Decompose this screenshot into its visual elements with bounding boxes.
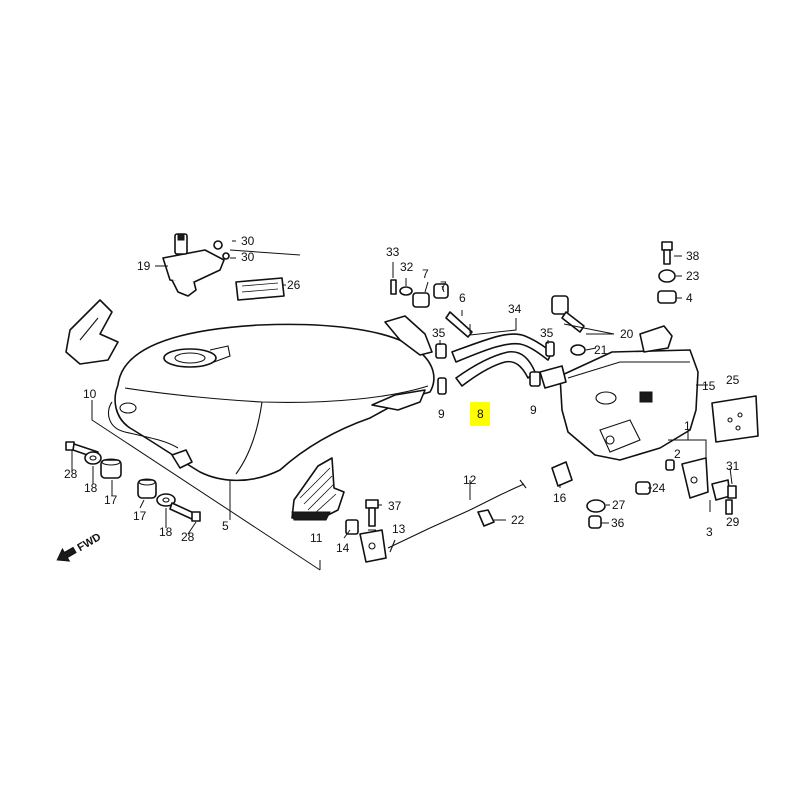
callout-3: 3	[706, 525, 713, 539]
callout-21: 21	[594, 343, 608, 357]
callout-11: 11	[310, 531, 323, 545]
clip-9-left	[437, 377, 447, 395]
washer-27	[586, 499, 606, 513]
callout-16: 16	[553, 491, 567, 505]
clamp-35-left	[435, 343, 447, 359]
callout-7a: 7	[422, 267, 429, 281]
callout-labels: 8 1 2 3 4 5 6 7 7 9 9 10 11 12 13 14 15 …	[64, 234, 740, 555]
fuel-hose-34	[451, 333, 553, 363]
callout-18b: 18	[159, 525, 173, 539]
clip-16	[551, 461, 573, 487]
callout-38: 38	[686, 249, 700, 263]
callout-37: 37	[388, 499, 402, 513]
bracket-14	[359, 529, 387, 563]
clip-2	[665, 459, 675, 471]
cable-12	[387, 479, 527, 553]
callout-24: 24	[652, 481, 666, 495]
clip-9-right	[529, 371, 541, 387]
screw-37	[365, 499, 379, 527]
grommet-24	[635, 481, 651, 495]
highlight-callout-8	[470, 402, 490, 426]
fwd-direction-indicator: FWD	[56, 531, 104, 562]
washer-32	[399, 286, 413, 296]
callout-27: 27	[612, 498, 626, 512]
callout-32: 32	[400, 260, 414, 274]
label-25	[711, 395, 759, 443]
clip-22	[477, 509, 495, 527]
washer-21	[570, 344, 586, 356]
callout-12: 12	[463, 473, 477, 487]
callout-20: 20	[620, 327, 634, 341]
callout-6: 6	[459, 291, 466, 305]
fuel-hose-8	[455, 350, 536, 387]
callout-9b: 9	[530, 403, 537, 417]
screw-29	[725, 499, 733, 515]
rubber-seat	[65, 299, 119, 365]
callout-14: 14	[336, 541, 350, 555]
callout-10: 10	[83, 387, 97, 401]
grommet-7b	[433, 283, 449, 299]
callout-23: 23	[686, 269, 700, 283]
clip-33	[390, 279, 397, 295]
fuel-tank	[108, 315, 435, 482]
reserve-tank	[539, 325, 699, 461]
callout-29: 29	[726, 515, 740, 529]
bolt-38	[661, 241, 673, 265]
callout-33: 33	[386, 245, 400, 259]
callout-2: 2	[674, 447, 681, 461]
callout-34: 34	[508, 302, 522, 316]
collar-18-mid	[156, 493, 176, 507]
callout-17b: 17	[133, 509, 147, 523]
pad	[235, 277, 285, 301]
callout-9a: 9	[438, 407, 445, 421]
callout-13: 13	[392, 522, 406, 536]
grommet-23	[658, 269, 676, 283]
tank-emblem	[291, 457, 345, 521]
callout-35a: 35	[432, 326, 446, 340]
callout-15: 15	[702, 379, 716, 393]
collar-36	[588, 515, 602, 529]
callout-1: 1	[684, 419, 691, 433]
callout-30a: 30	[241, 234, 255, 248]
callout-35b: 35	[540, 326, 554, 340]
callout-18a: 18	[84, 481, 98, 495]
callout-28a: 28	[64, 467, 78, 481]
bracket-3	[681, 457, 731, 501]
fuel-cap	[162, 233, 230, 297]
leader-lines	[71, 240, 733, 571]
callout-25: 25	[726, 373, 740, 387]
callout-8: 8	[477, 407, 484, 421]
callout-36: 36	[611, 516, 625, 530]
callout-31: 31	[726, 459, 740, 473]
bolt-28-mid	[169, 502, 201, 522]
collar-18-left	[84, 451, 102, 465]
callout-28b: 28	[181, 530, 195, 544]
callout-5: 5	[222, 519, 229, 533]
callout-26: 26	[287, 278, 301, 292]
callout-17a: 17	[104, 493, 118, 507]
clamp-35-right	[545, 341, 555, 357]
callout-30b: 30	[241, 250, 255, 264]
grommet-4	[657, 290, 677, 304]
pipe-6	[445, 311, 473, 338]
fwd-label: FWD	[76, 531, 104, 554]
bracket-13	[345, 519, 359, 535]
callout-19: 19	[137, 259, 151, 273]
cushion-17-mid	[137, 478, 157, 499]
callout-7b: 7	[440, 279, 447, 293]
cushion-17-left	[100, 458, 122, 479]
grommet-7a	[412, 292, 430, 308]
callout-4: 4	[686, 291, 693, 305]
callout-22: 22	[511, 513, 525, 527]
fwd-arrow-icon	[56, 546, 77, 562]
bolt-31	[727, 485, 737, 499]
